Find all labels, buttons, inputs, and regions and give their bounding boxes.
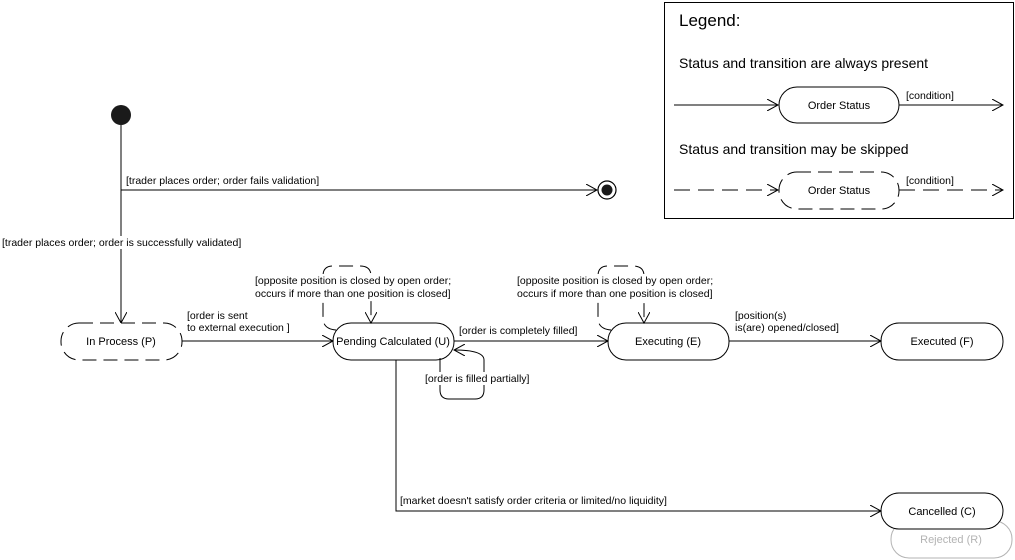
legend-solid-state-label: Order Status xyxy=(808,100,871,112)
label-positions-line2: is(are) opened/closed] xyxy=(735,322,839,334)
legend-present-caption: Status and transition are always present xyxy=(679,55,928,71)
label-completely-filled: [order is completely filled] xyxy=(459,325,578,337)
state-in-process-label: In Process (P) xyxy=(86,336,156,348)
label-filled-partially-bg xyxy=(423,372,531,385)
legend-skipped-caption: Status and transition may be skipped xyxy=(679,141,909,157)
legend-dashed-condition: [condition] xyxy=(906,175,954,187)
legend-title: Legend: xyxy=(679,11,740,30)
state-rejected-label: Rejected (R) xyxy=(920,534,982,546)
label-filled-partially: [order is filled partially] xyxy=(425,373,530,385)
final-state-dot xyxy=(601,184,613,196)
transition-filled-partially xyxy=(439,350,485,400)
label-opposite-executing-bg xyxy=(515,274,717,301)
label-opposite-executing-line2: occurs if more than one position is clos… xyxy=(517,288,713,300)
label-market-cancel: [market doesn't satisfy order criteria o… xyxy=(400,495,667,507)
label-opposite-pending-bg xyxy=(253,274,453,301)
transition-opposite-closed-executing xyxy=(597,265,644,331)
label-validated: [trader places order; order is successfu… xyxy=(2,237,241,249)
legend: Legend: Status and transition are always… xyxy=(664,2,1014,219)
legend-dashed-state-label: Order Status xyxy=(808,185,871,197)
label-opposite-executing-line1: [opposite position is closed by open ord… xyxy=(517,275,713,287)
state-cancelled-label: Cancelled (C) xyxy=(908,506,975,518)
initial-state xyxy=(111,105,131,125)
label-sent-line1: [order is sent xyxy=(187,310,248,322)
transition-market-cancel xyxy=(395,360,881,511)
label-fails-validation: [trader places order; order fails valida… xyxy=(126,175,319,187)
label-opposite-pending-line1: [opposite position is closed by open ord… xyxy=(255,275,451,287)
state-executed-label: Executed (F) xyxy=(911,336,974,348)
legend-solid-condition: [condition] xyxy=(906,90,954,102)
label-validated-bg xyxy=(0,236,246,249)
state-executing-label: Executing (E) xyxy=(635,336,701,348)
label-opposite-pending-line2: occurs if more than one position is clos… xyxy=(255,288,451,300)
label-sent-line2: to external execution ] xyxy=(187,322,290,334)
label-positions-line1: [position(s) xyxy=(735,310,786,322)
transition-opposite-closed-pending xyxy=(322,265,371,331)
state-pending-calculated-label: Pending Calculated (U) xyxy=(336,336,450,348)
